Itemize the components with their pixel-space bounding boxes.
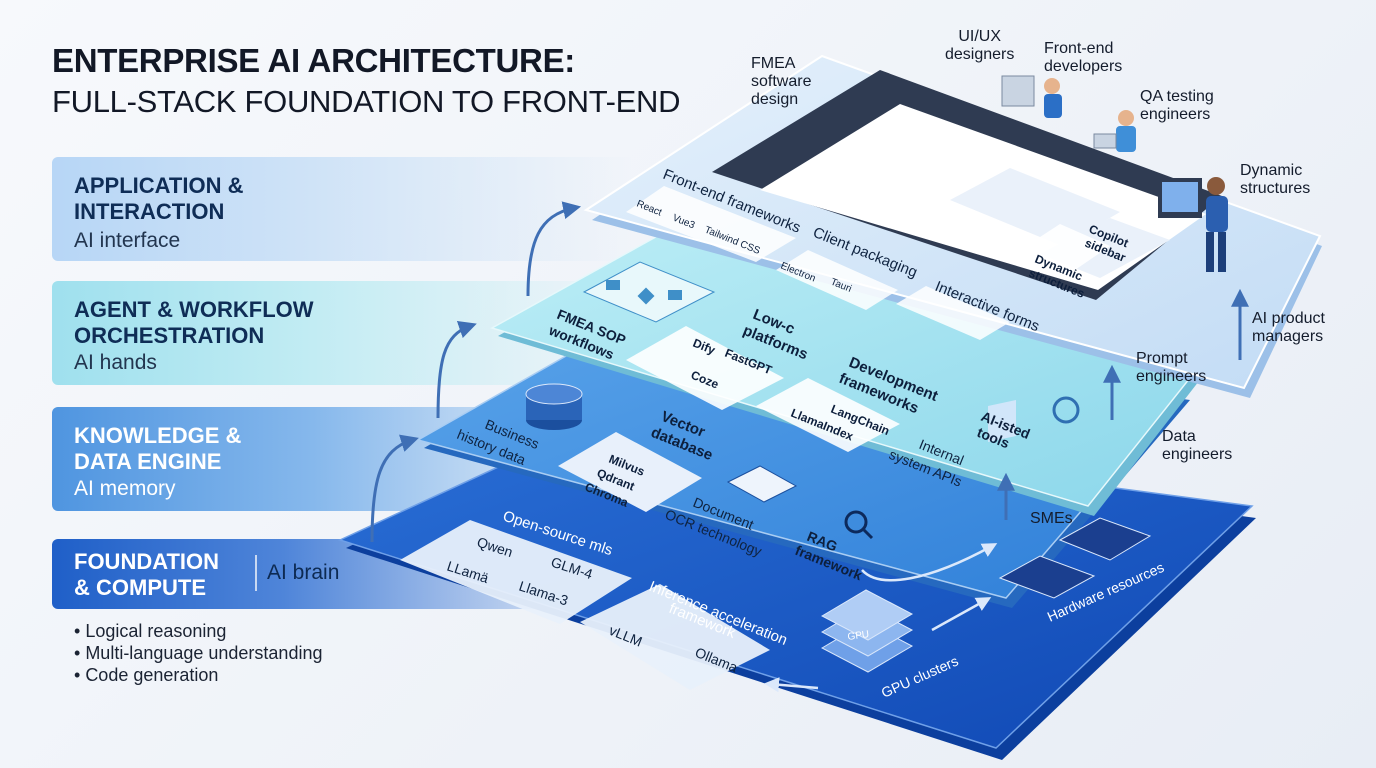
layer-title-line2: ORCHESTRATION [74,323,265,348]
layer-title-line1: FOUNDATION [74,549,220,574]
layer-subtitle: AI interface [74,229,181,252]
foundation-flow-arrows [764,543,998,693]
gpu-chip-label: GPU [847,629,870,643]
layer-subtitle: AI hands [74,351,157,374]
list-item: Logical reasoning [74,620,322,642]
gpu-cluster-icon [820,589,914,673]
layer-title-line2: & COMPUTE [74,575,206,600]
interactive-forms-card [896,286,1010,340]
workflow-diagram-icon [582,261,716,323]
person-qa-engineer-icon [1093,110,1136,152]
frontend-frameworks-card [626,186,796,262]
server-rack-icon [988,400,1016,442]
layer-band-agent: AGENT & WORKFLOW ORCHESTRATION AI hands [52,281,632,385]
layer-subtitle: AI memory [74,477,176,500]
rag-search-icon [844,510,874,540]
flow-arrows [370,201,1249,543]
role-ai-product-managers: AI product managers [1252,310,1325,345]
role-frontend-developers: Front-end developers [1044,40,1123,75]
open-source-models-card [400,520,632,624]
ai-tools-gear-icon [1052,396,1080,424]
dev-framework-card [756,378,900,452]
person-uiux-designer-icon [1001,75,1062,118]
list-item: Multi-language understanding [74,642,322,664]
role-fmea-design: FMEA software design [751,55,812,108]
role-qa-engineers: QA testing engineers [1140,88,1214,123]
vector-db-card [558,432,702,512]
role-prompt-engineers: Prompt engineers [1136,350,1207,385]
client-packaging-card [776,250,898,310]
role-smes: SMEs [1030,510,1073,527]
divider [255,555,257,591]
database-icon [525,383,583,430]
foundation-capabilities-list: Logical reasoning Multi-language underst… [74,620,322,686]
page-title: ENTERPRISE AI ARCHITECTURE: [52,42,575,79]
layer-title-line2: DATA ENGINE [74,449,222,474]
layer-subtitle: AI brain [267,561,340,584]
copilot-sidebar-card [1020,224,1110,272]
layer-title-line1: APPLICATION & [74,173,244,198]
document-icon [726,465,798,503]
role-data-engineers: Data engineers [1162,428,1233,463]
layer-title-line1: AGENT & WORKFLOW [74,297,314,322]
person-developer-icon [1158,177,1228,272]
inference-framework-card [580,584,770,690]
layer-title-line2: INTERACTION [74,199,225,224]
hardware-chip-icon [998,517,1152,599]
low-code-card [626,326,784,410]
list-item: Code generation [74,664,322,686]
role-uiux-designers: UI/UX designers [945,28,1015,63]
page-subtitle: FULL-STACK FOUNDATION TO FRONT-END [52,84,681,119]
layer-title-line1: KNOWLEDGE & [74,423,242,448]
role-dynamic-structures: Dynamic structures [1240,162,1311,197]
